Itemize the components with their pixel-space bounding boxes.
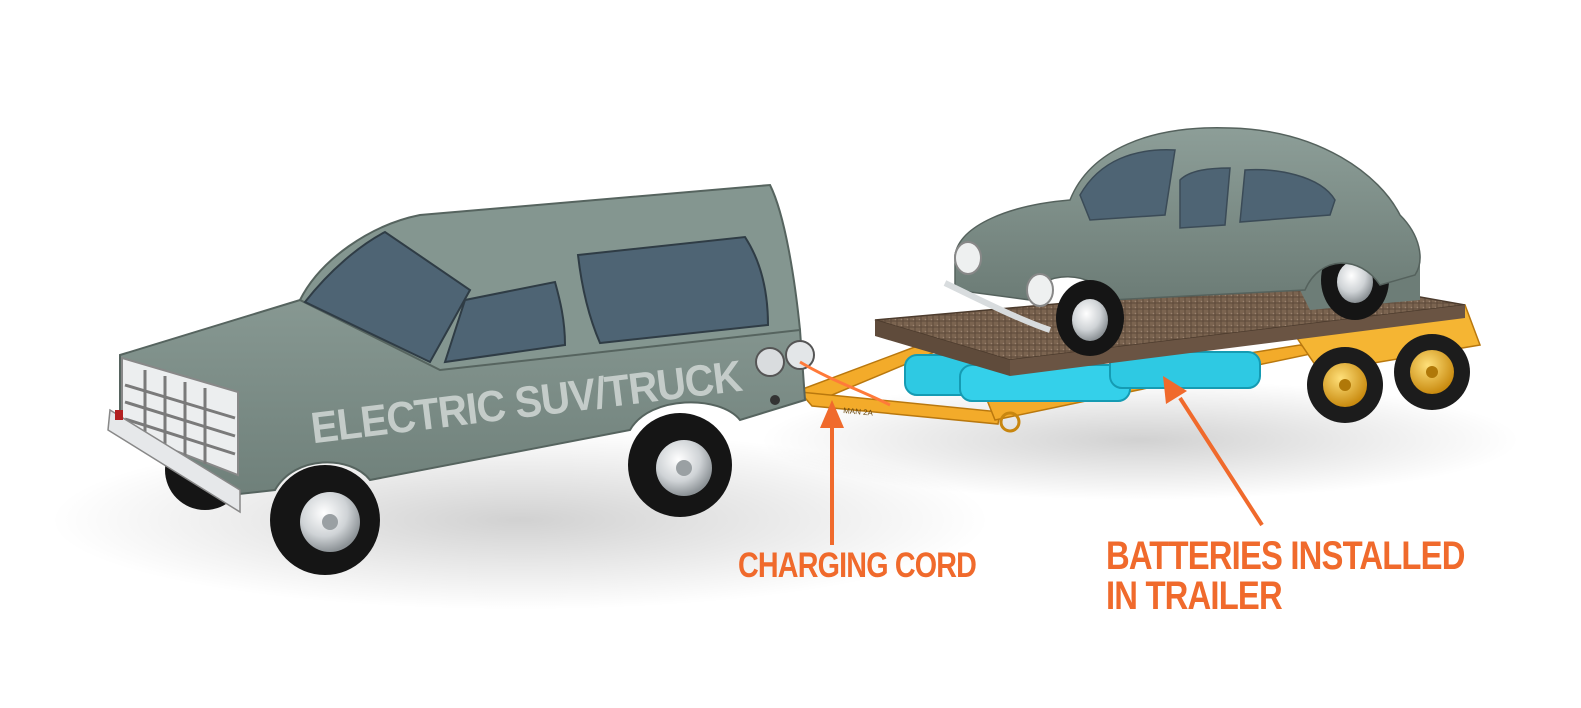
tow-ring <box>999 411 1021 433</box>
beetle-window <box>1079 149 1176 221</box>
callout-batteries-line-2: IN TRAILER <box>1106 574 1283 618</box>
suv-wheel <box>628 413 732 517</box>
beetle-window <box>1239 168 1336 223</box>
callout-batteries: BATTERIES INSTALLED IN TRAILER <box>1106 536 1465 616</box>
suv-wheel <box>270 465 380 575</box>
trailer-tongue <box>798 391 1001 425</box>
beetle-headlight <box>1026 273 1054 307</box>
callout-arrow-cord <box>820 400 844 545</box>
suv-window <box>443 280 567 364</box>
callout-arrow-batteries <box>1163 376 1264 527</box>
trailer-deck-edge <box>1010 305 1465 376</box>
callout-charging-cord: CHARGING CORD <box>738 546 977 585</box>
suv-window <box>576 235 770 345</box>
suv-taillight <box>115 410 123 420</box>
charge-port <box>755 340 815 405</box>
trailer-wheel <box>1394 334 1470 410</box>
suv-grille <box>121 356 239 477</box>
trailer-wheel <box>1307 347 1383 423</box>
charging-cord <box>799 360 891 407</box>
suv-bumper <box>107 408 241 514</box>
trailer-plate: MAN 2A <box>843 406 874 418</box>
beetle-bumper <box>943 280 1051 333</box>
beetle-car <box>943 127 1421 356</box>
beetle-window <box>1179 167 1231 229</box>
battery-packs <box>904 351 1261 402</box>
callout-batteries-line-1: BATTERIES INSTALLED <box>1106 534 1465 578</box>
trailer-deck-edge <box>875 320 1010 376</box>
suv-windshield <box>303 230 472 364</box>
beetle-wheel <box>1056 280 1124 356</box>
beetle-headlight <box>954 241 982 275</box>
electric-suv: ELECTRIC SUV/TRUCK <box>107 183 891 575</box>
